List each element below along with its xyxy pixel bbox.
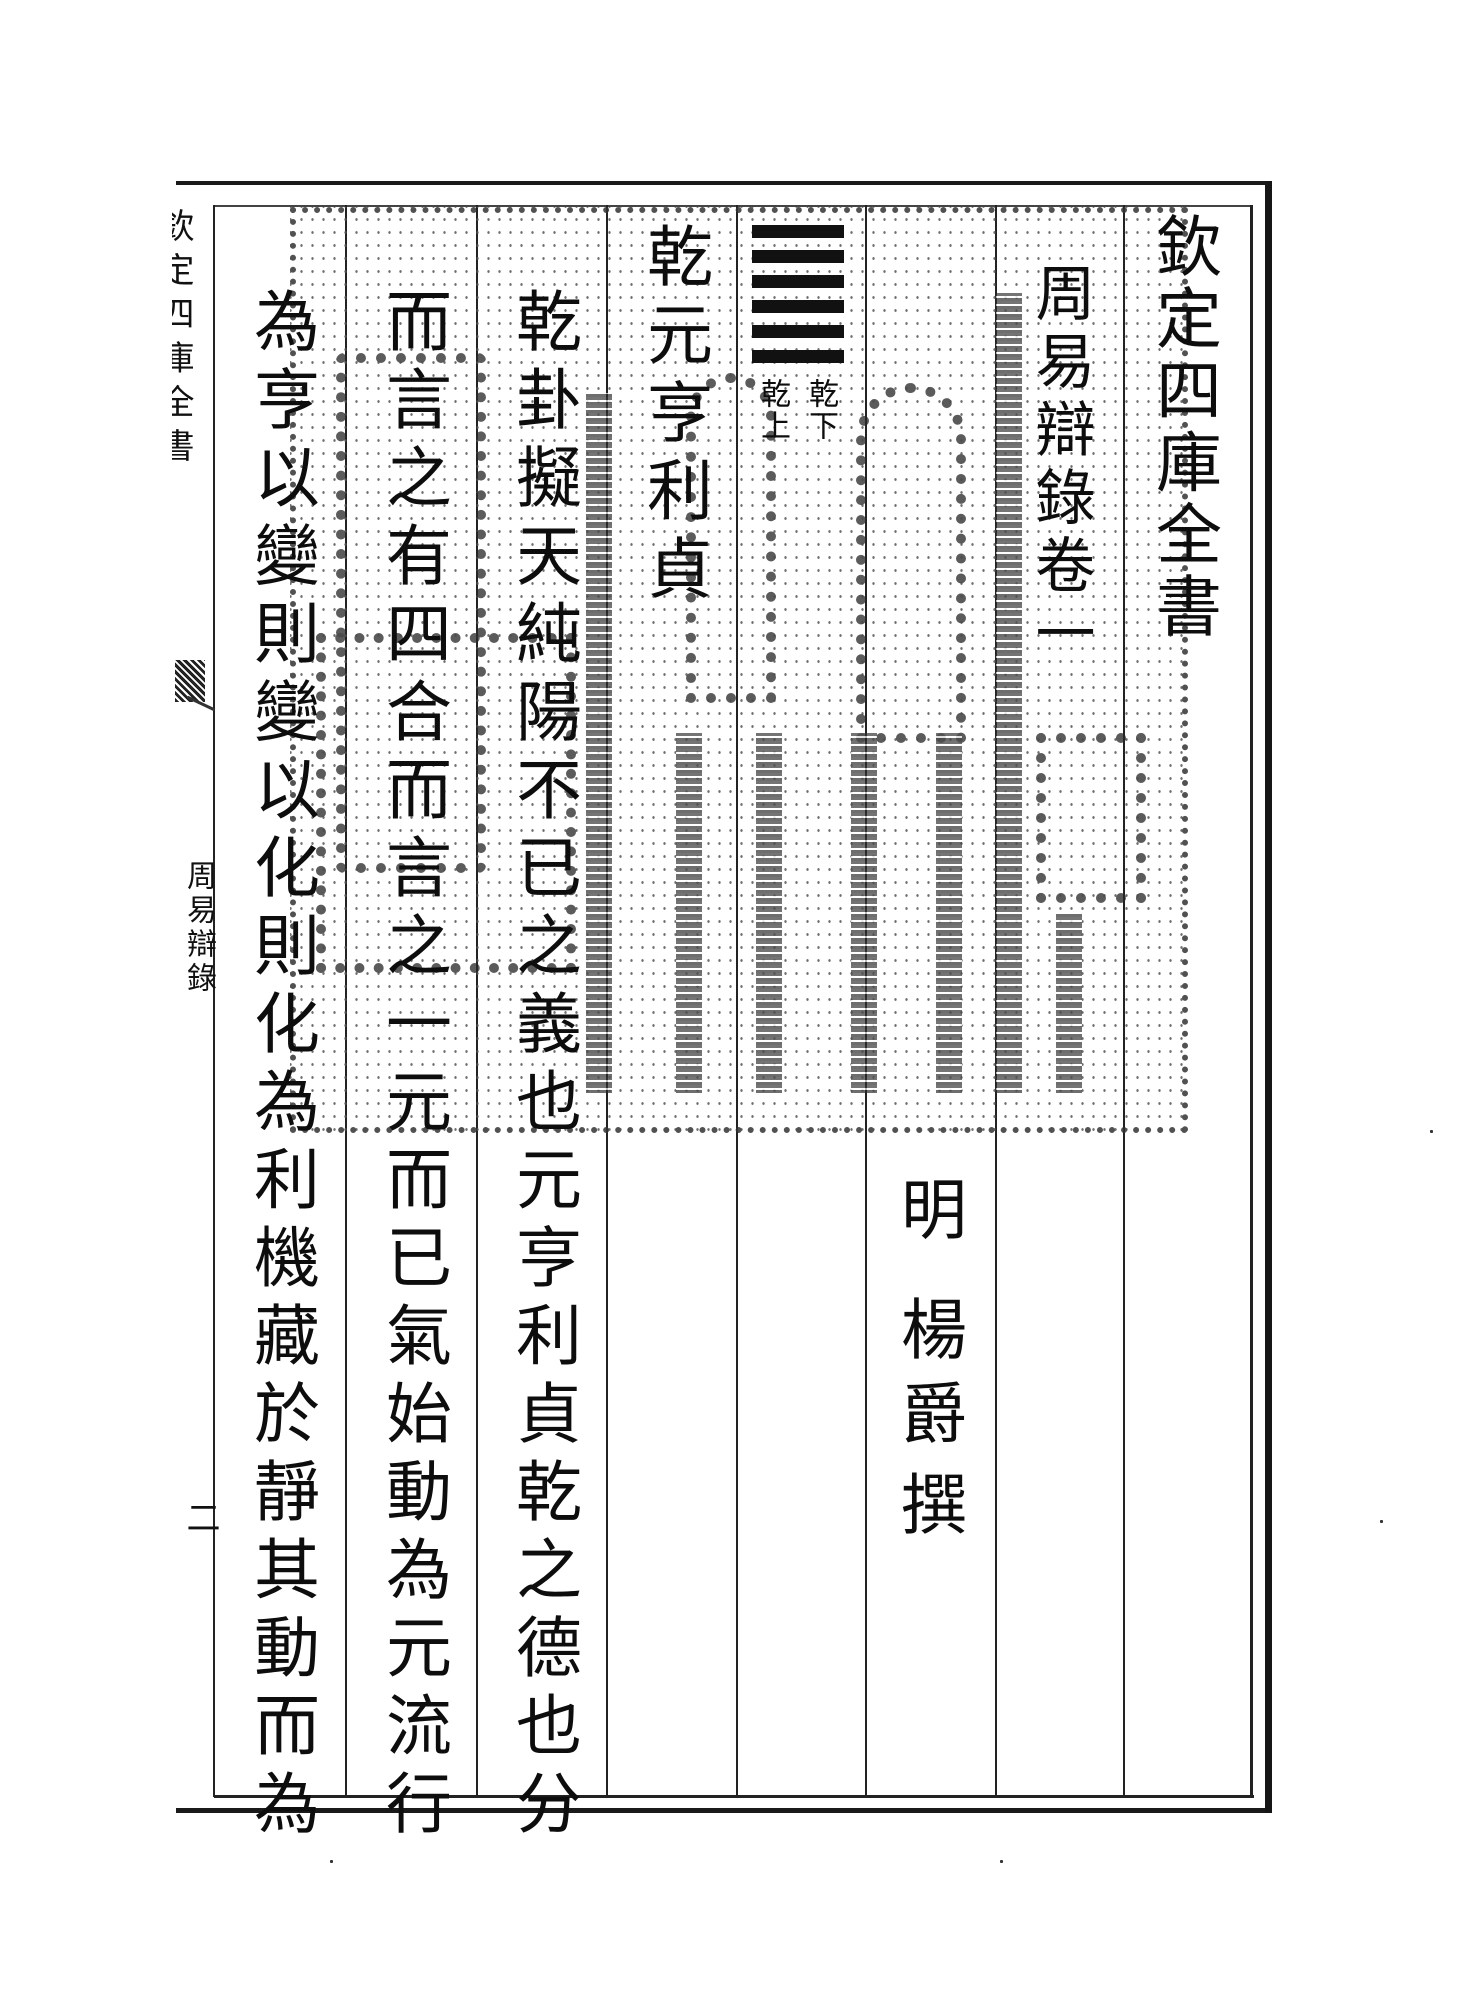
author-dynasty: 明 bbox=[890, 1175, 967, 1253]
frame-inner-bottom-border bbox=[214, 1795, 1254, 1798]
seal-glyph-stroke bbox=[756, 733, 782, 1093]
book-volume-title: 周易辯錄卷一 bbox=[1025, 262, 1095, 670]
scan-speck bbox=[330, 1860, 333, 1863]
banxin-divider bbox=[213, 205, 215, 1797]
hexagram-solid-line bbox=[752, 275, 844, 288]
text-column-1: 乾元亨利貞 bbox=[636, 222, 713, 612]
scan-speck bbox=[1000, 1860, 1003, 1863]
seal-glyph-stroke bbox=[936, 733, 962, 1093]
seal-glyph-stroke bbox=[996, 293, 1022, 1093]
hexagram-annotation-right: 乾下 bbox=[803, 378, 838, 442]
frame-bottom-border bbox=[176, 1808, 1272, 1813]
seal-glyph-stroke bbox=[336, 353, 486, 873]
qian-hexagram-icon bbox=[752, 225, 844, 375]
seal-glyph-stroke bbox=[686, 373, 776, 703]
author-role: 撰 bbox=[890, 1470, 967, 1548]
seal-glyph-stroke bbox=[1036, 733, 1146, 903]
frame-right-inner-border bbox=[1250, 205, 1253, 1798]
seal-glyph-stroke bbox=[676, 733, 702, 1093]
seal-glyph-stroke bbox=[586, 393, 612, 1093]
hexagram-solid-line bbox=[752, 250, 844, 263]
text-column-4: 為亨以變則變以化則化為利機藏於靜其動而為 bbox=[243, 287, 320, 1847]
frame-inner-top-border bbox=[214, 205, 1253, 207]
hexagram-solid-line bbox=[752, 325, 844, 338]
hexagram-annotation-left: 乾上 bbox=[755, 378, 790, 442]
seal-glyph-stroke bbox=[316, 633, 576, 973]
frame-right-border bbox=[1265, 181, 1272, 1813]
hexagram-solid-line bbox=[752, 225, 844, 238]
banxin-collection-title: 欽定四庫全書 bbox=[154, 208, 194, 472]
author-name: 楊爵 bbox=[890, 1295, 967, 1463]
seal-glyph-stroke bbox=[856, 383, 966, 743]
scan-speck bbox=[1430, 1130, 1433, 1133]
fishtail-mark-icon bbox=[175, 660, 205, 702]
text-column-2: 乾卦擬天純陽不已之義也元亨利貞乾之德也分 bbox=[505, 287, 582, 1847]
frame-top-border bbox=[176, 181, 1272, 185]
seal-glyph-stroke bbox=[851, 733, 877, 1093]
hexagram-solid-line bbox=[752, 300, 844, 313]
seal-stamp bbox=[290, 207, 1188, 1133]
scan-speck bbox=[1380, 1520, 1383, 1523]
seal-glyph-stroke bbox=[1056, 913, 1082, 1093]
text-column-3: 而言之有四合而言之一元而已氣始動為元流行 bbox=[375, 287, 452, 1847]
collection-title: 欽定四庫全書 bbox=[1145, 212, 1222, 644]
banxin-book-title: 周易辯錄 bbox=[181, 860, 216, 996]
banxin-page-number: 二 bbox=[180, 1500, 220, 1538]
hexagram-solid-line bbox=[752, 350, 844, 363]
